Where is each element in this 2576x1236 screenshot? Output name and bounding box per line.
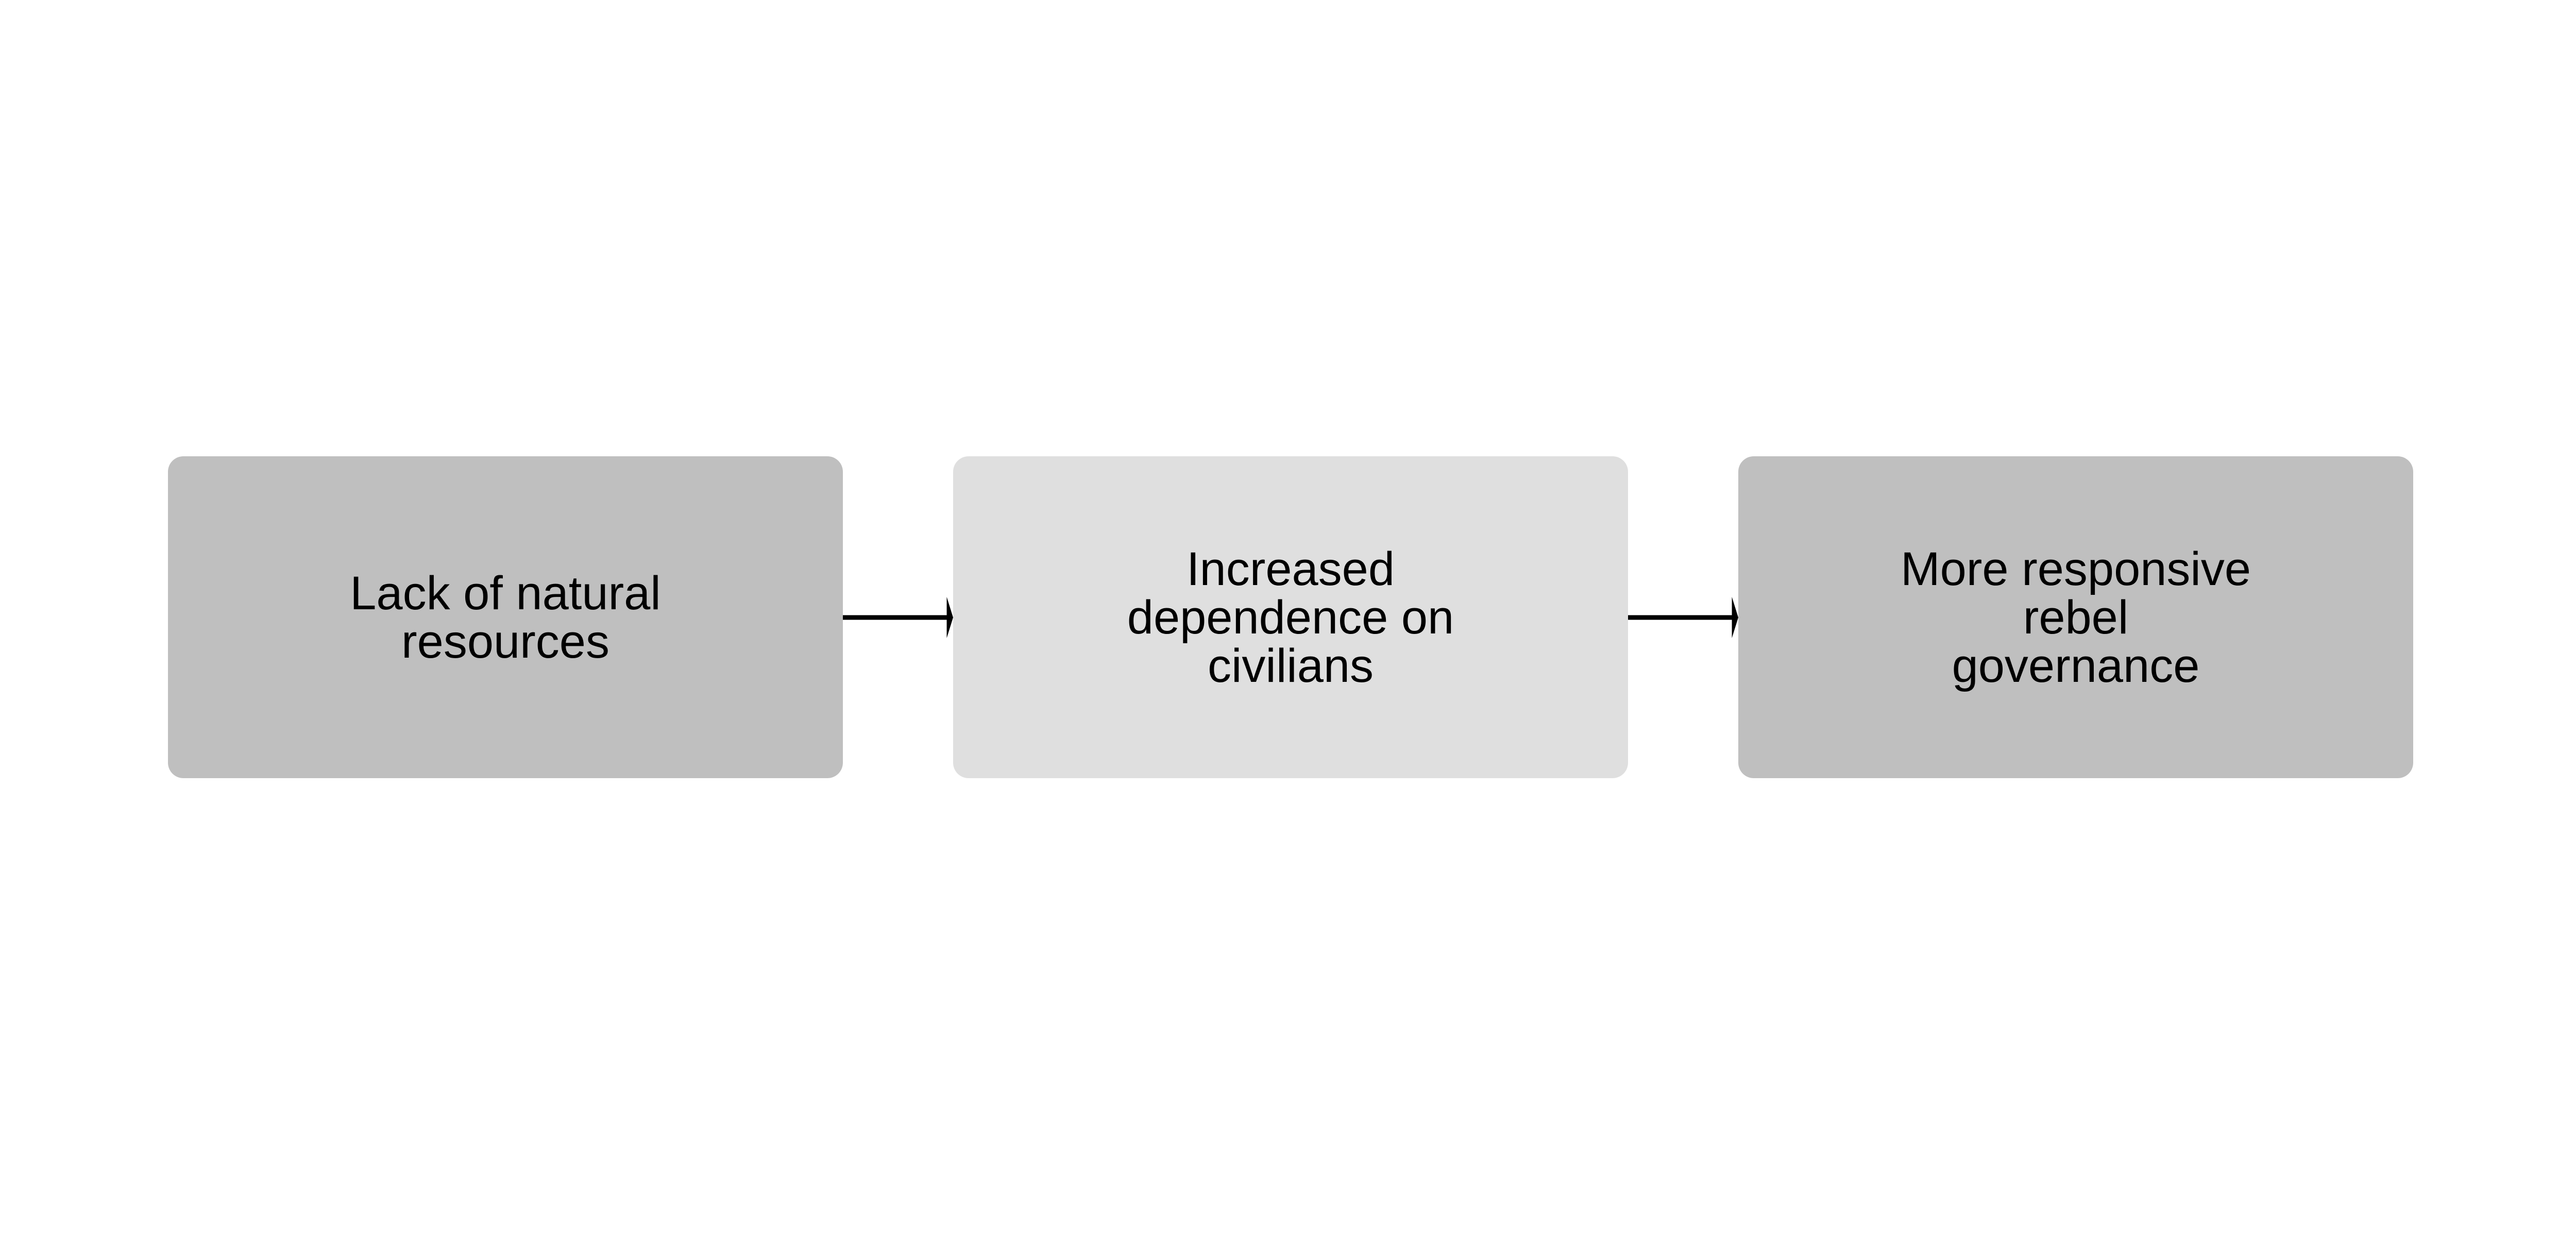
node-label-line: Increased [1186, 542, 1395, 595]
edge-n1-n2 [843, 596, 953, 638]
node-label-line: resources [401, 615, 609, 668]
node-label-line: Lack of natural [350, 566, 661, 620]
node-increased-dependence-on-civilians: Increased dependence on civilians [953, 456, 1628, 778]
node-lack-of-natural-resources: Lack of natural resources [168, 456, 843, 778]
node-label-line: rebel [2023, 591, 2129, 644]
flow-diagram: Lack of natural resources Increased depe… [168, 456, 2413, 778]
node-label-line: More responsive [1900, 542, 2251, 595]
arrowhead-icon [1732, 596, 1738, 638]
arrowhead-icon [946, 596, 953, 638]
node-label-line: civilians [1207, 639, 1374, 692]
node-label-line: governance [1952, 639, 2200, 692]
edge-n2-n3 [1628, 596, 1738, 638]
node-label-line: dependence on [1127, 591, 1454, 644]
node-more-responsive-rebel-governance: More responsive rebel governance [1738, 456, 2413, 778]
